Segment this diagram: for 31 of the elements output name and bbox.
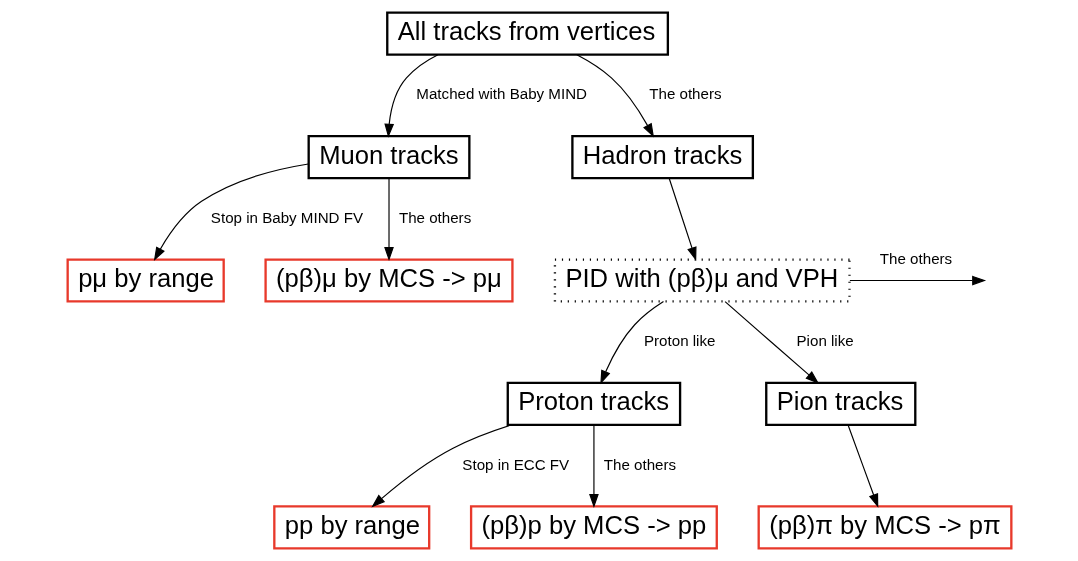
edge-label: Matched with Baby MIND (415, 85, 587, 103)
edge-label: The others (879, 249, 952, 267)
node-box: pμ by range (66, 258, 225, 303)
arrow (599, 300, 664, 385)
edge-label: The others (603, 455, 676, 473)
node-box: (pβ)μ by MCS -> pμ (263, 258, 514, 303)
edge-label: Pion like (796, 332, 854, 350)
node-box: All tracks from vertices (385, 11, 669, 56)
node-box: Proton tracks (506, 381, 681, 427)
node-box: (pβ)p by MCS -> pp (469, 505, 718, 550)
edge-label: The others (648, 85, 722, 103)
arrow (383, 54, 439, 138)
edge-label: Proton like (643, 332, 715, 350)
node-box: Pion tracks (764, 381, 916, 427)
arrow (153, 163, 309, 262)
edge-label: Stop in Baby MIND FV (210, 208, 363, 226)
node-box: Muon tracks (307, 134, 470, 180)
arrow (588, 424, 599, 508)
node-box: pp by range (272, 505, 430, 550)
node-box: PID with (pβ)μ and VPH (553, 258, 851, 303)
node-box: (pβ)π by MCS -> pπ (757, 505, 1012, 550)
edge-label: The others (398, 208, 471, 226)
arrow (383, 177, 394, 262)
node-box: Hadron tracks (570, 134, 754, 180)
arrow (575, 54, 654, 138)
arrow (668, 177, 697, 261)
arrow (847, 424, 878, 508)
arrow (848, 275, 986, 286)
arrow (724, 301, 819, 384)
arrow (370, 424, 512, 508)
edge-label: Stop in ECC FV (461, 455, 569, 473)
